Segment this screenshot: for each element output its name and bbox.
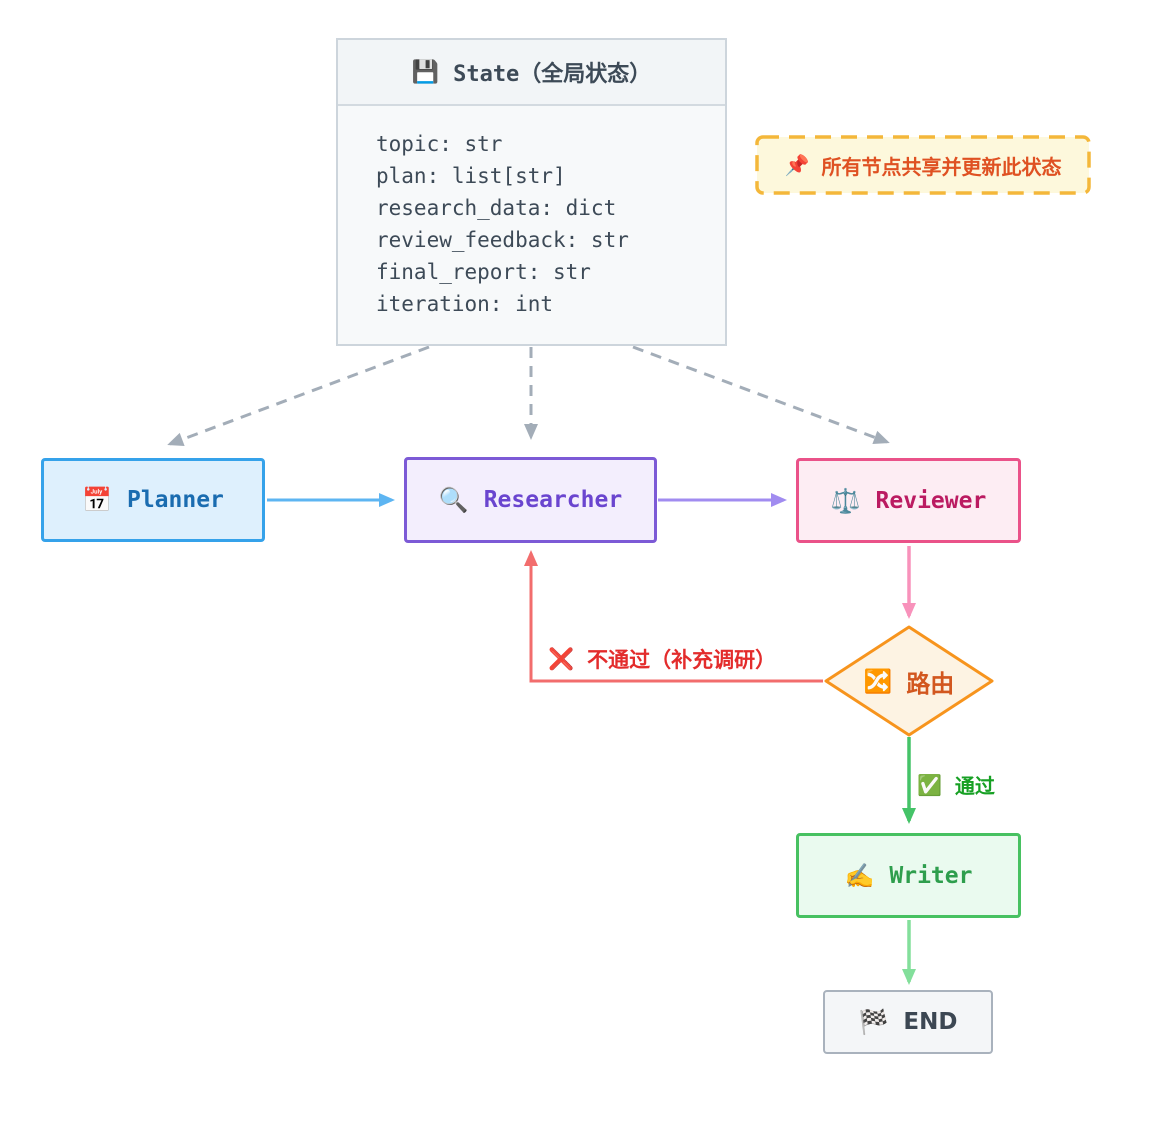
state-field: iteration: int <box>376 292 554 316</box>
reject-text: 不通过（补充调研） <box>587 648 777 672</box>
router-node[interactable]: 🔀 路由 <box>825 626 993 736</box>
writing-hand-icon: ✍️ <box>844 861 875 890</box>
checkered-flag-icon: 🏁 <box>858 1008 889 1036</box>
pass-edge-label: ✅ 通过 <box>917 770 995 799</box>
planner-node[interactable]: 📅 Planner <box>41 458 265 542</box>
magnifier-icon: 🔍 <box>438 486 469 514</box>
edge-router-to-researcher <box>524 550 823 683</box>
researcher-label: Researcher <box>483 487 623 513</box>
router-diamond-shape[interactable] <box>824 625 994 737</box>
edge-state-to-reviewer <box>632 345 890 445</box>
state-field: research_data: dict <box>376 196 617 220</box>
shuffle-icon: 🔀 <box>863 668 893 695</box>
researcher-node[interactable]: 🔍 Researcher <box>404 457 657 543</box>
edge-state-to-planner <box>167 345 430 446</box>
state-field: review_feedback: str <box>376 228 629 252</box>
reviewer-label: Reviewer <box>875 487 987 514</box>
state-fields: topic: str plan: list[str] research_data… <box>338 106 725 320</box>
end-node[interactable]: 🏁 END <box>823 990 993 1054</box>
shared-state-note: 📌 所有节点共享并更新此状态 <box>757 137 1089 193</box>
state-node[interactable]: 💾 State（全局状态） topic: str plan: list[str]… <box>336 38 727 346</box>
state-title: State（全局状态） <box>453 62 652 87</box>
reviewer-node[interactable]: ⚖️ Reviewer <box>796 458 1021 543</box>
state-header: 💾 State（全局状态） <box>338 40 725 106</box>
pushpin-icon: 📌 <box>784 153 810 177</box>
check-mark-icon: ✅ <box>917 772 942 797</box>
cross-mark-icon: ❌ <box>548 646 575 671</box>
writer-node[interactable]: ✍️ Writer <box>796 833 1021 918</box>
note-text: 所有节点共享并更新此状态 <box>821 154 1062 179</box>
state-field: plan: list[str] <box>376 164 566 188</box>
state-field: topic: str <box>376 132 503 156</box>
calendar-icon: 📅 <box>82 486 112 514</box>
planner-label: Planner <box>126 487 224 513</box>
scales-icon: ⚖️ <box>830 486 861 515</box>
note-frame <box>755 135 1091 195</box>
end-label: END <box>903 1009 958 1035</box>
router-label: 路由 <box>906 669 955 698</box>
floppy-disk-icon: 💾 <box>411 59 440 85</box>
reject-edge-label: ❌ 不通过（补充调研） <box>548 644 776 674</box>
writer-label: Writer <box>889 862 973 889</box>
pass-text: 通过 <box>954 774 995 798</box>
state-field: final_report: str <box>376 260 591 284</box>
